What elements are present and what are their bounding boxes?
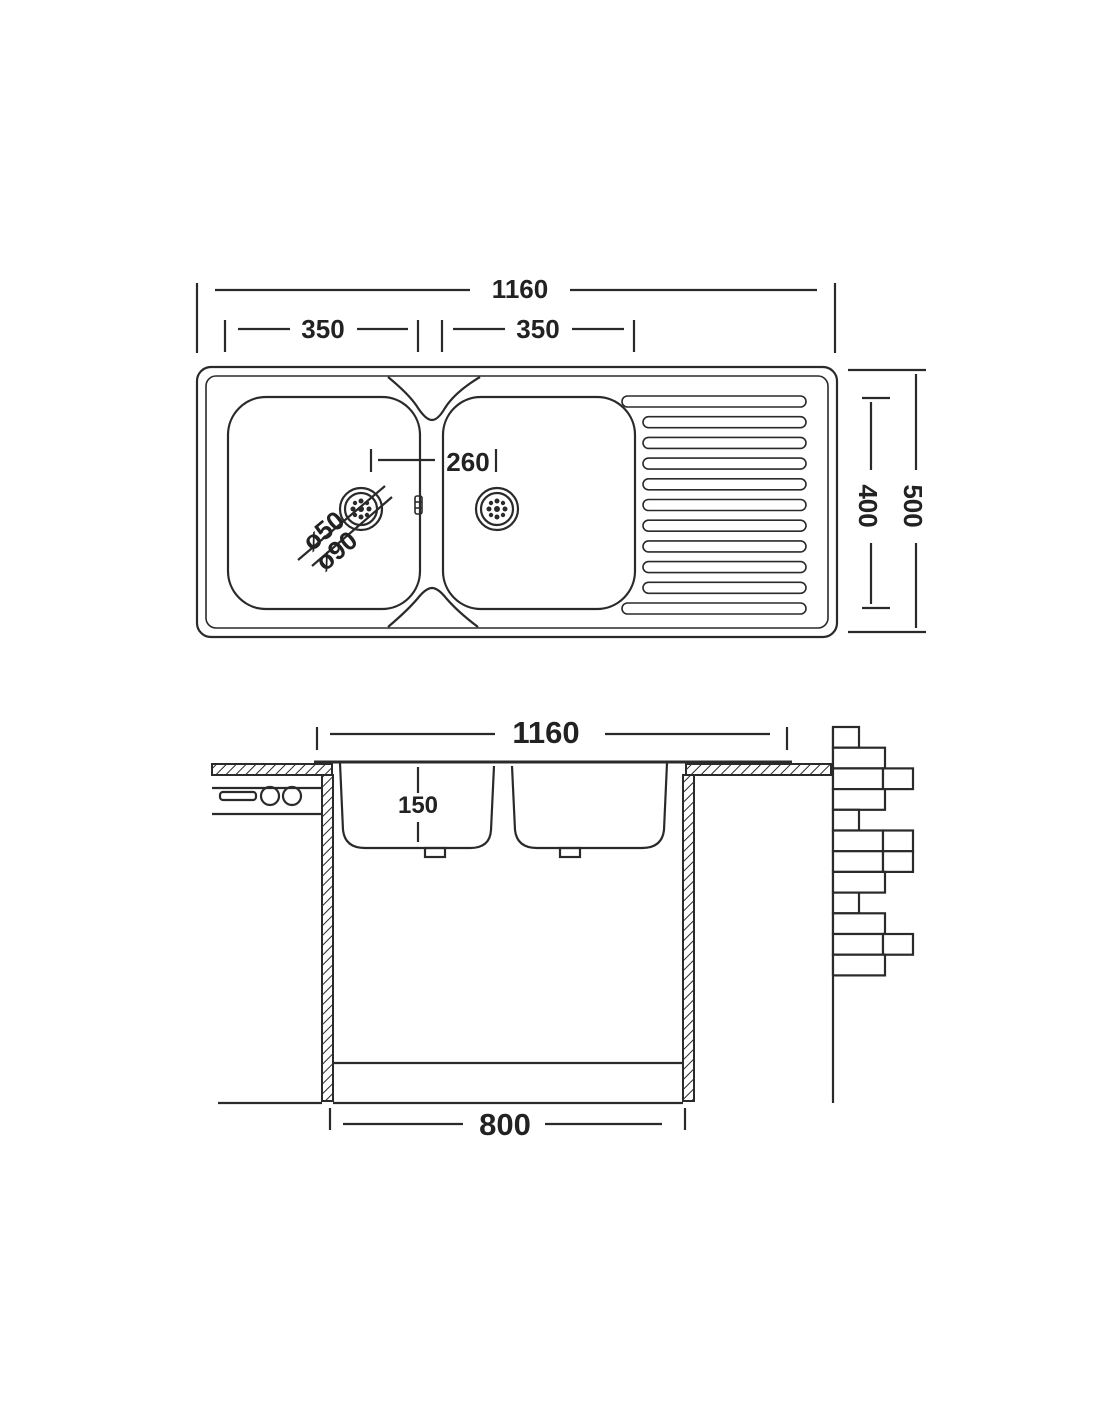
drainboard-rib <box>642 498 807 512</box>
label-bowl-left-width: 350 <box>301 314 344 344</box>
label-overall-width-plan: 1160 <box>492 274 548 304</box>
drainboard-rib <box>642 560 807 574</box>
label-bowl-right-width: 350 <box>516 314 559 344</box>
section-drain-right-icon <box>558 846 582 859</box>
countertop-left <box>211 763 333 776</box>
brick <box>831 829 885 853</box>
bowl-bridge-bottom <box>387 586 479 628</box>
label-bowl-depth-plan: 400 <box>853 484 883 527</box>
dim-cabinet-width: 800 <box>328 1107 687 1142</box>
section-view: 1160 150 <box>211 715 915 1142</box>
cabinet-wall-right <box>682 774 695 1102</box>
drainboard-rib <box>642 436 807 450</box>
brick <box>831 870 887 894</box>
brick <box>831 725 861 749</box>
dim-bowl-widths: 350 350 <box>223 314 636 352</box>
dim-drain-diameters: ø50 ø90 <box>297 485 393 577</box>
plan-view: 1160 350 350 260 <box>195 274 928 639</box>
drainboard-rib <box>642 457 807 470</box>
brick <box>831 912 887 936</box>
sink-outer-rim <box>195 365 839 639</box>
dim-bowl-depth: 150 <box>398 767 438 842</box>
drainboard-rib <box>621 602 807 615</box>
drainboard-rib <box>642 540 807 553</box>
brick <box>881 767 915 791</box>
right-bowl <box>441 395 637 611</box>
brick <box>831 808 861 832</box>
drainboard-rib <box>642 415 807 429</box>
drainboard-rib <box>621 395 807 408</box>
brick <box>881 829 915 853</box>
section-bowl-right <box>510 762 669 850</box>
left-bowl <box>226 395 422 611</box>
brick <box>831 953 887 977</box>
brick <box>831 787 887 811</box>
brick <box>881 850 915 874</box>
dim-drain-spacing: 260 <box>369 447 498 477</box>
overflow-icon <box>414 495 423 515</box>
brick <box>831 850 885 874</box>
brick <box>831 932 885 956</box>
dim-depth: 400 500 <box>848 368 928 634</box>
brick <box>881 932 915 956</box>
label-drain-spacing: 260 <box>446 447 489 477</box>
label-bowl-depth: 150 <box>398 792 438 819</box>
drainboard-rib <box>642 519 807 533</box>
brick <box>831 891 861 915</box>
countertop-right <box>685 763 832 776</box>
drainboard-rib <box>642 477 807 491</box>
sink-inner-rim <box>205 375 829 629</box>
control-panel-icon <box>212 785 322 816</box>
bowl-bridge-top <box>387 376 481 422</box>
brick <box>831 746 887 770</box>
section-drain-left-icon <box>423 846 447 859</box>
cabinet-wall-left <box>321 774 334 1102</box>
dim-overall-width-section: 1160 <box>315 715 789 750</box>
right-drain-icon <box>474 486 520 532</box>
dim-overall-width-plan: 1160 <box>195 274 837 353</box>
drainboard-rib <box>642 581 807 595</box>
brick <box>831 767 885 791</box>
label-overall-depth: 500 <box>898 484 928 527</box>
brick-wall <box>831 725 915 977</box>
label-overall-width-section: 1160 <box>512 715 579 750</box>
drainboard-ribs <box>621 395 807 615</box>
section-bowl-left <box>338 762 496 850</box>
label-cabinet-width: 800 <box>479 1107 531 1142</box>
